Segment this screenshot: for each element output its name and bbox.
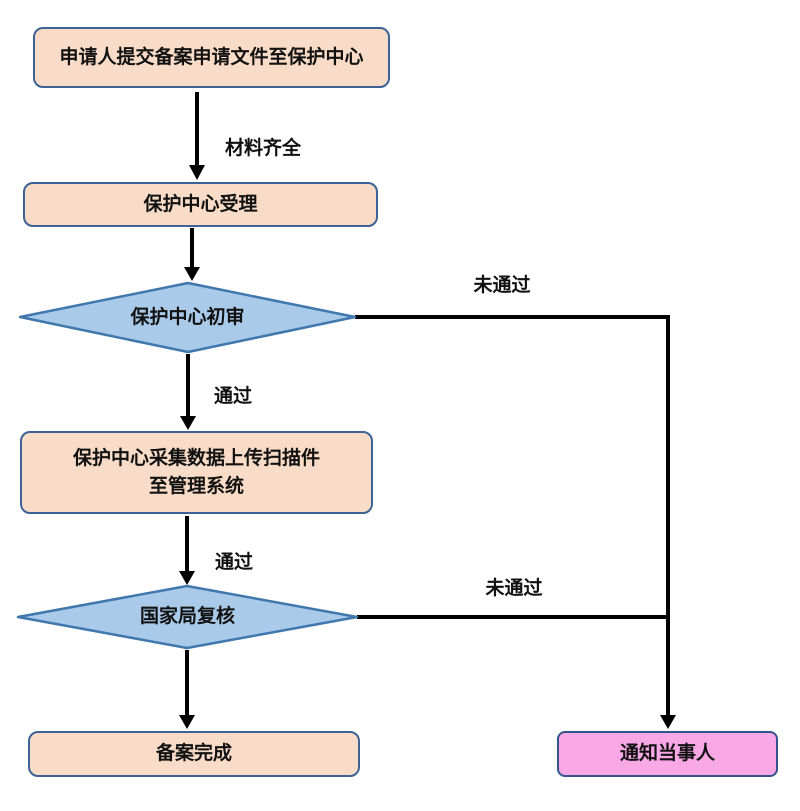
node-collect-upload: 保护中心采集数据上传扫描件 至管理系统 [20, 431, 373, 514]
node-accept: 保护中心受理 [23, 182, 378, 227]
node-preliminary-review: 保护中心初审 [20, 283, 355, 352]
arrowhead-accept-review [184, 267, 200, 281]
edge-label-pass-2: 通过 [214, 551, 254, 573]
node-accept-label: 保护中心受理 [143, 192, 258, 215]
node-filing-complete-label: 备案完成 [155, 742, 232, 765]
node-submit: 申请人提交备案申请文件至保护中心 [33, 27, 390, 88]
node-national-review: 国家局复核 [18, 586, 357, 648]
edge-label-materials-complete: 材料齐全 [224, 137, 302, 159]
node-preliminary-review-label: 保护中心初审 [130, 305, 245, 328]
node-collect-upload-label-line2: 至管理系统 [148, 474, 244, 497]
node-filing-complete: 备案完成 [28, 731, 360, 777]
arrowhead-review1-collect [180, 416, 196, 430]
arrowhead-submit-accept [189, 165, 205, 180]
node-submit-label: 申请人提交备案申请文件至保护中心 [59, 45, 364, 68]
diamond-preliminary-review [18, 281, 357, 354]
node-notify-party: 通知当事人 [557, 731, 778, 777]
diamond-national-review [16, 584, 359, 650]
edge-label-pass-1: 通过 [213, 385, 253, 407]
node-collect-upload-label-line1: 保护中心采集数据上传扫描件 [72, 446, 320, 469]
arrowhead-review2-complete [179, 715, 195, 729]
edge-label-fail-1: 未通过 [473, 274, 531, 296]
node-notify-party-label: 通知当事人 [619, 742, 715, 765]
arrowhead-collect-review2 [179, 571, 195, 585]
node-national-review-label: 国家局复核 [139, 605, 235, 628]
edge-fail1-notify [355, 315, 670, 715]
arrowhead-fail-notify [660, 715, 676, 729]
edge-label-fail-2: 未通过 [485, 577, 543, 599]
